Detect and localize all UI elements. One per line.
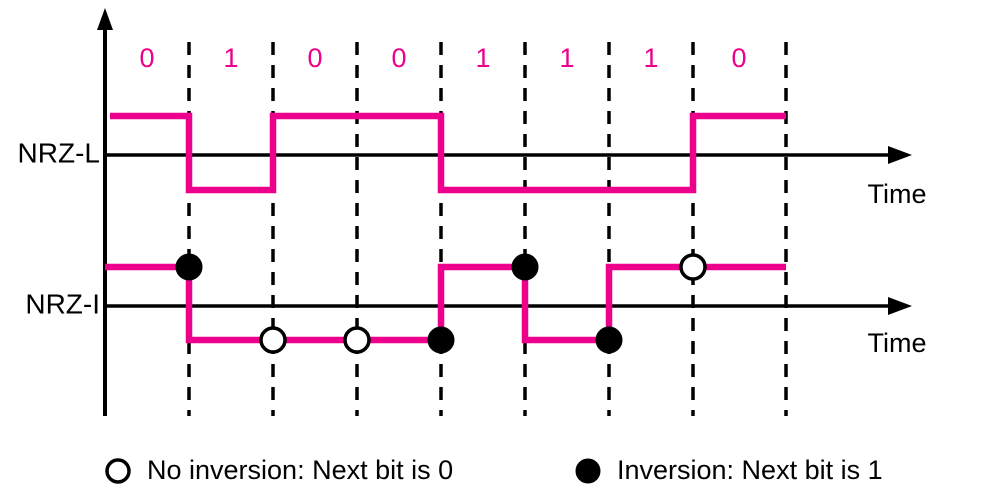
bit-boundary-lines xyxy=(187,42,788,416)
legend-label-inversion: Inversion: Next bit is 1 xyxy=(617,455,883,485)
marker-inversion-0 xyxy=(175,253,203,281)
nrz-i-axis-label: NRZ-I xyxy=(25,288,100,319)
marker-inversion-3 xyxy=(427,326,455,354)
legend-label-no-inversion: No inversion: Next bit is 0 xyxy=(147,455,453,485)
legend-open-circle-icon xyxy=(105,458,131,484)
marker-inversion-5 xyxy=(595,326,623,354)
bit-label-4: 1 xyxy=(475,43,490,73)
nrz-l-group: NRZ-L Time xyxy=(18,112,927,209)
bit-label-6: 1 xyxy=(643,43,658,73)
marker-no-inversion-6 xyxy=(679,253,707,281)
nrz-l-time-label: Time xyxy=(868,179,927,209)
vertical-axis xyxy=(97,8,113,416)
nrz-i-markers xyxy=(175,253,707,354)
bit-label-0: 0 xyxy=(139,43,154,73)
legend: No inversion: Next bit is 0 Inversion: N… xyxy=(105,455,883,485)
marker-no-inversion-2 xyxy=(343,326,371,354)
legend-filled-circle-icon xyxy=(575,458,601,484)
bit-label-7: 0 xyxy=(731,43,746,73)
marker-inversion-4 xyxy=(511,253,539,281)
nrz-l-axis-label: NRZ-L xyxy=(18,137,100,168)
marker-no-inversion-1 xyxy=(259,326,287,354)
bit-label-5: 1 xyxy=(559,43,574,73)
bit-label-3: 0 xyxy=(391,43,406,73)
bit-label-2: 0 xyxy=(307,43,322,73)
nrz-i-group: NRZ-I Time xyxy=(25,253,927,358)
nrz-i-waveform xyxy=(105,263,786,344)
bit-label-row: 0 1 0 0 1 1 1 0 xyxy=(139,43,746,73)
nrz-l-waveform xyxy=(110,112,786,194)
nrz-i-time-label: Time xyxy=(868,328,927,358)
bit-label-1: 1 xyxy=(223,43,238,73)
